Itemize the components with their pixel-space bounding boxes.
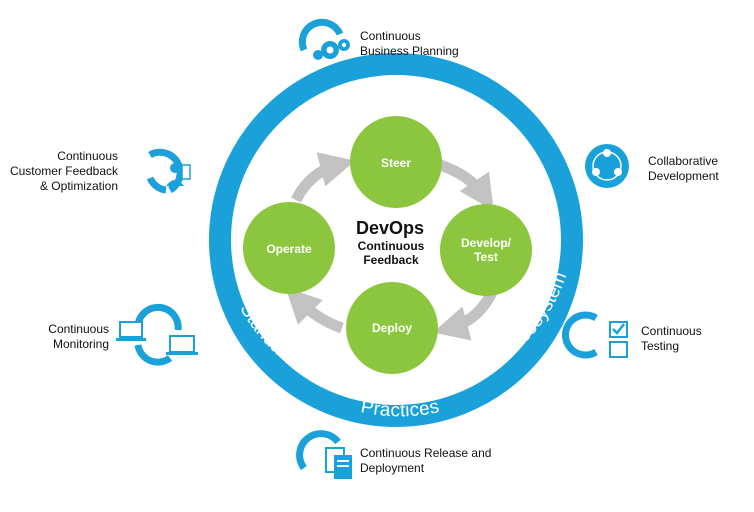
node-develop-label-1: Develop/	[461, 236, 512, 250]
documents-icon	[296, 430, 352, 479]
label-release-deployment: Continuous Release and Deployment	[360, 446, 491, 476]
node-deploy-label: Deploy	[372, 321, 412, 335]
label-customer-feedback: Continuous Customer Feedback & Optimizat…	[10, 149, 118, 194]
node-operate-label: Operate	[266, 242, 312, 256]
label-monitoring-line2: Monitoring	[52, 337, 109, 351]
label-monitoring: Continuous Monitoring	[48, 322, 109, 352]
node-steer-label: Steer	[381, 156, 411, 170]
label-collaborative-line1: Collaborative	[648, 154, 719, 168]
node-steer[interactable]	[350, 116, 442, 208]
checkbox-list-icon	[562, 311, 628, 359]
label-customer-line1: Continuous	[57, 149, 118, 163]
customer-icon	[146, 148, 191, 194]
label-business-planning-line2: Business Planning	[360, 44, 459, 58]
label-release-line1: Continuous Release and	[360, 446, 492, 460]
arrow-operate-to-steer	[291, 152, 356, 203]
people-network-icon	[585, 144, 629, 188]
label-testing-line2: Testing	[641, 339, 680, 353]
center-subtitle-1: Continuous	[358, 239, 425, 253]
label-testing: Continuous Testing	[641, 324, 702, 354]
node-operate[interactable]	[243, 202, 335, 294]
label-collaborative-line2: Development	[648, 169, 719, 183]
label-business-planning-line1: Continuous	[360, 29, 421, 43]
node-deploy[interactable]	[346, 282, 438, 374]
center-title: DevOps	[356, 218, 424, 238]
arrow-steer-to-develop	[438, 159, 494, 211]
node-develop-label-2: Test	[474, 250, 498, 264]
label-customer-line3: & Optimization	[39, 179, 118, 193]
label-business-planning: Continuous Business Planning	[360, 29, 459, 59]
label-monitoring-line1: Continuous	[48, 322, 109, 336]
arrow-deploy-to-operate	[285, 287, 344, 334]
label-release-line2: Deployment	[360, 461, 425, 475]
laptops-icon	[116, 303, 198, 366]
label-customer-line2: Customer Feedback	[9, 164, 118, 178]
outer-ring	[209, 53, 583, 427]
center-subtitle-2: Feedback	[363, 253, 419, 267]
gears-cycle-icon	[298, 18, 350, 60]
label-testing-line1: Continuous	[641, 324, 702, 338]
label-collaborative-development: Collaborative Development	[648, 154, 719, 184]
node-develop-test[interactable]	[440, 204, 532, 296]
